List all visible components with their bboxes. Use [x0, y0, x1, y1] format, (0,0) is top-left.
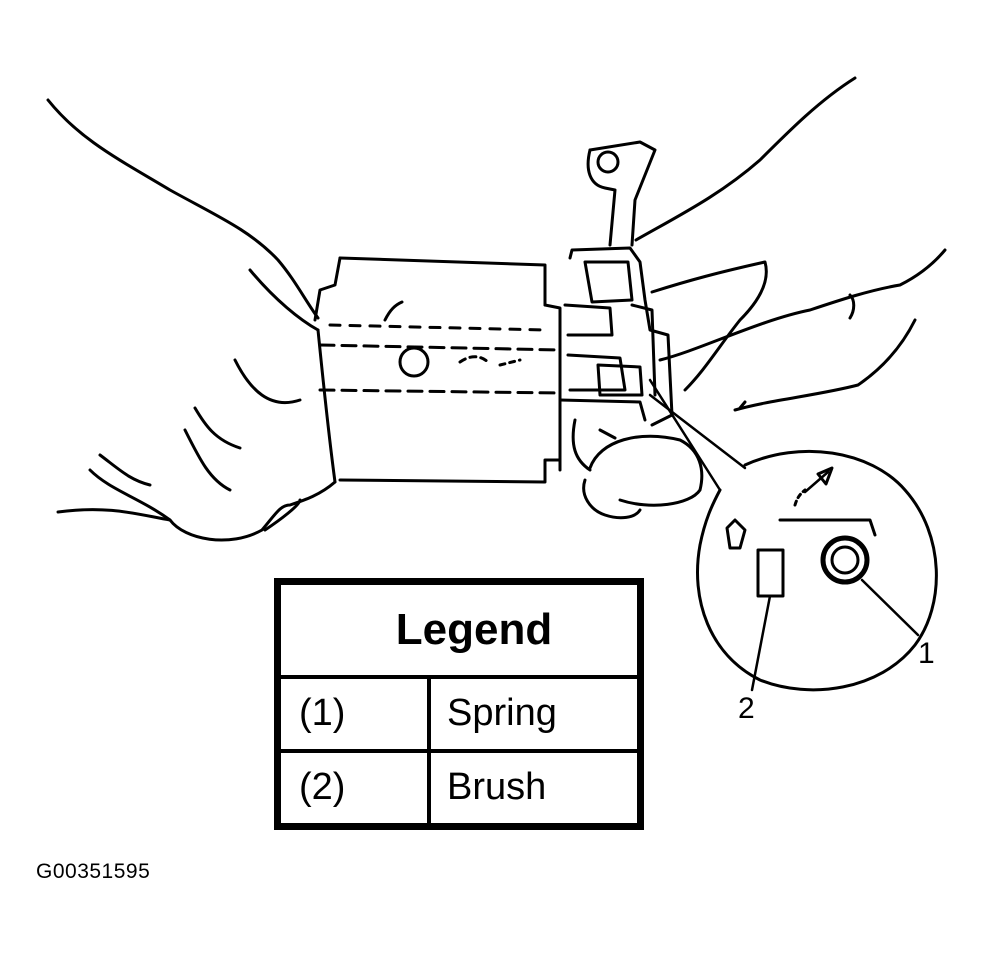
legend-number: (1) [275, 675, 431, 753]
upper-hand-drawing [586, 76, 947, 412]
legend-row: (2) Brush [275, 748, 643, 829]
legend-title: Legend [275, 579, 643, 679]
legend-table: Legend (1) Spring (2) Brush [274, 578, 644, 830]
motor-body-drawing [313, 256, 562, 484]
legend-header-row: Legend [275, 579, 643, 679]
callout-number-spring: 1 [918, 637, 935, 670]
detail-magnifier [696, 449, 938, 692]
callout-number-brush: 2 [738, 692, 755, 725]
legend-label: Spring [427, 675, 643, 753]
pointer-lines [648, 378, 747, 492]
legend-row: (1) Spring [275, 675, 643, 753]
figure-id: G00351595 [36, 860, 151, 883]
brush-holder-drawing [558, 246, 704, 520]
legend-label: Brush [427, 748, 643, 829]
legend-number: (2) [275, 748, 431, 829]
left-hand-drawing [46, 98, 337, 542]
